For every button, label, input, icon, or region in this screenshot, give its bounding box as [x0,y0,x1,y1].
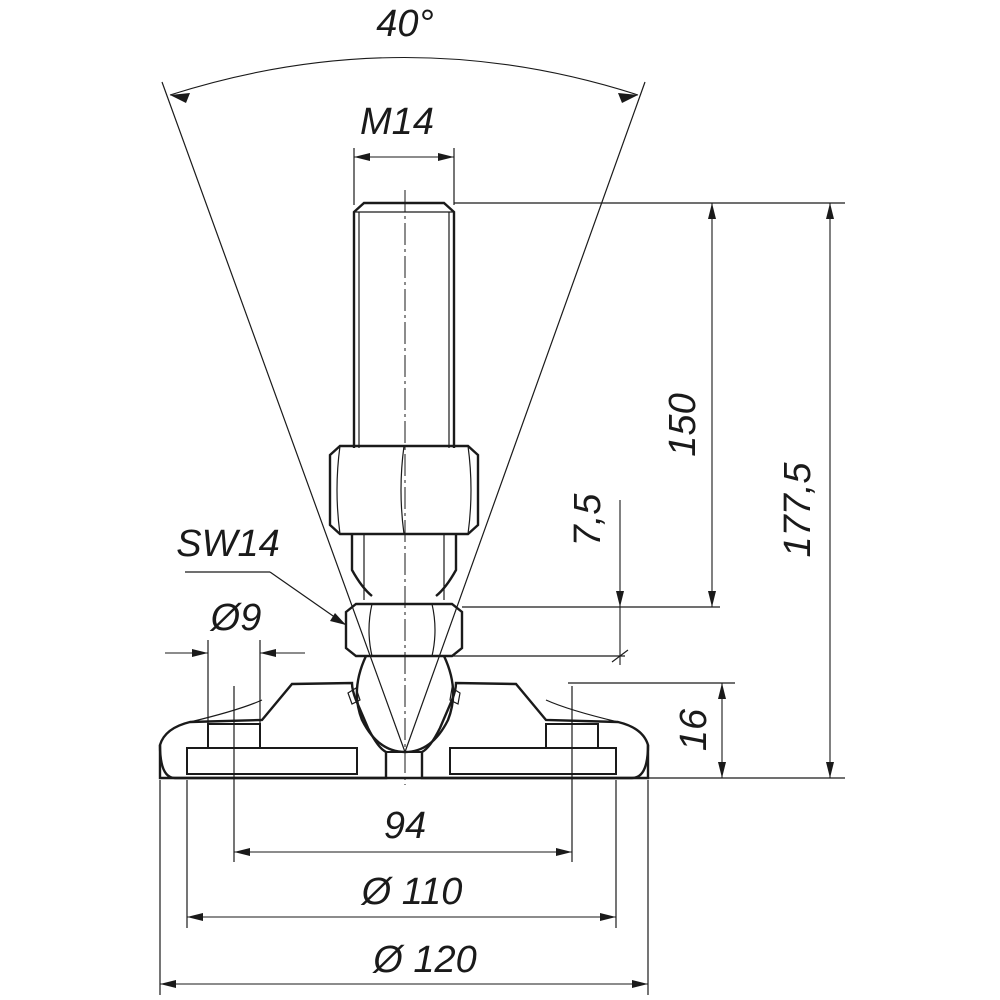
wrench-size-leader [185,571,347,626]
swivel-angle-dimension [161,56,646,753]
height-150-label: 150 [662,393,704,456]
base-plate-section [158,681,650,780]
outer-diameter-label: Ø 120 [371,939,477,981]
offset-dimension [440,500,629,665]
thread-label: M14 [360,101,434,143]
hole-diameter-dimension [165,640,305,726]
angle-label: 40° [376,3,433,45]
offset-label: 7,5 [567,493,609,547]
ball-joint [347,655,461,754]
hole-spacing-label: 94 [384,805,426,847]
wrench-size-label: SW14 [176,523,279,565]
hole-spacing-dimension [233,686,573,862]
thread-dimension [353,148,455,205]
height-177-label: 177,5 [777,462,819,558]
stud-neck [350,534,458,600]
hole-diameter-label: Ø9 [209,597,262,639]
hex-collar-sw14 [344,602,464,658]
base-height-dimension [568,682,735,778]
inner-diameter-dimension [186,780,617,928]
base-height-label: 16 [673,708,715,751]
inner-diameter-label: Ø 110 [360,871,463,913]
outer-diameter-dimension [159,780,649,995]
threaded-stud [352,201,456,448]
height-dimensions [454,202,845,779]
lock-nut [328,444,480,536]
